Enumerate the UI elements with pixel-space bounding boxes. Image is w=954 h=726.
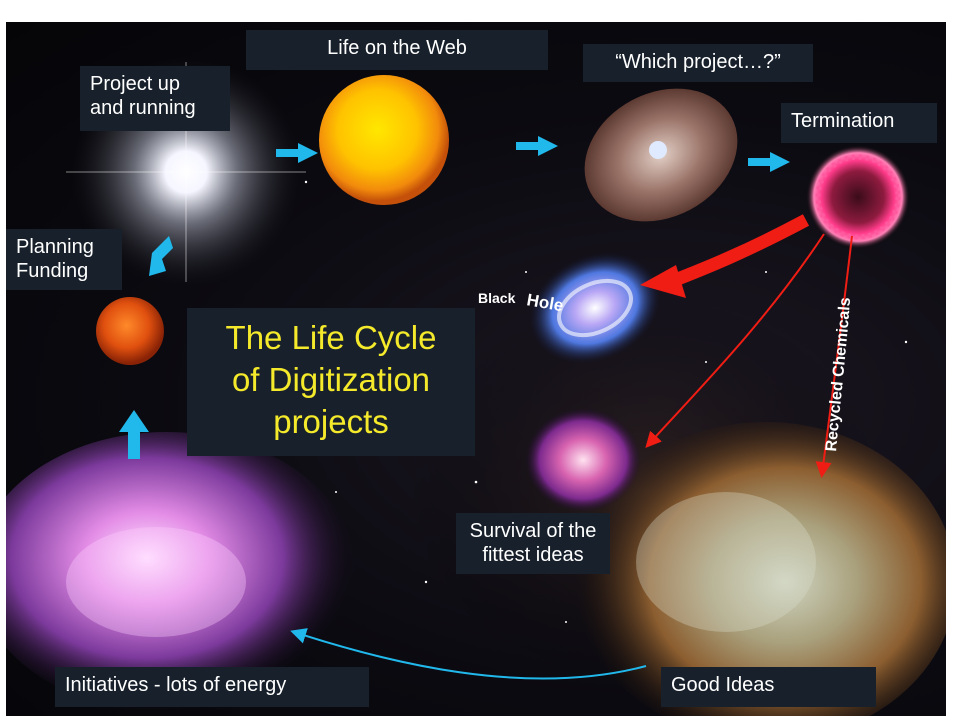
progression-arrows <box>119 136 790 459</box>
arrow-up-planning <box>119 410 149 459</box>
label-which-project: “Which project…?” <box>583 44 813 82</box>
arrow-right-web <box>276 143 318 163</box>
diagram-title: The Life Cycle of Digitization projects <box>187 308 475 456</box>
survival-crab-nebula <box>525 408 641 512</box>
initiatives-nebula-core <box>66 527 246 637</box>
label-life-on-web: Life on the Web <box>246 30 548 70</box>
arrow-black-hole-head <box>640 265 686 298</box>
arrow-up-running <box>149 236 173 276</box>
black-hole-label-black: Black <box>478 290 516 306</box>
arrow-recycled <box>815 235 853 478</box>
arrow-return-initiatives <box>290 628 647 680</box>
illustration-layer: Black Hole Recycled Chemicals <box>6 57 946 716</box>
space-background-panel: Black Hole Recycled Chemicals <box>6 22 946 716</box>
label-survival: Survival of the fittest ideas <box>456 513 610 574</box>
black-hole <box>529 252 661 364</box>
label-termination: Termination <box>781 103 937 143</box>
good-ideas-nebula <box>576 422 946 716</box>
life-on-web-sun <box>319 75 449 205</box>
good-ideas-nebula-core <box>636 492 816 632</box>
arrow-black-hole-thick <box>667 214 810 289</box>
which-project-nebula <box>584 88 738 222</box>
arrow-survival <box>645 233 825 448</box>
label-good-ideas: Good Ideas <box>661 667 876 707</box>
arrow-right-termination <box>748 152 790 172</box>
initiatives-nebula <box>6 432 356 712</box>
label-planning-funding: Planning Funding <box>6 229 122 290</box>
arrow-right-which <box>516 136 558 156</box>
planning-red-star <box>96 297 164 365</box>
label-initiatives: Initiatives - lots of energy <box>55 667 369 707</box>
termination-ring-nebula <box>806 145 910 249</box>
label-project-running: Project up and running <box>80 66 230 131</box>
